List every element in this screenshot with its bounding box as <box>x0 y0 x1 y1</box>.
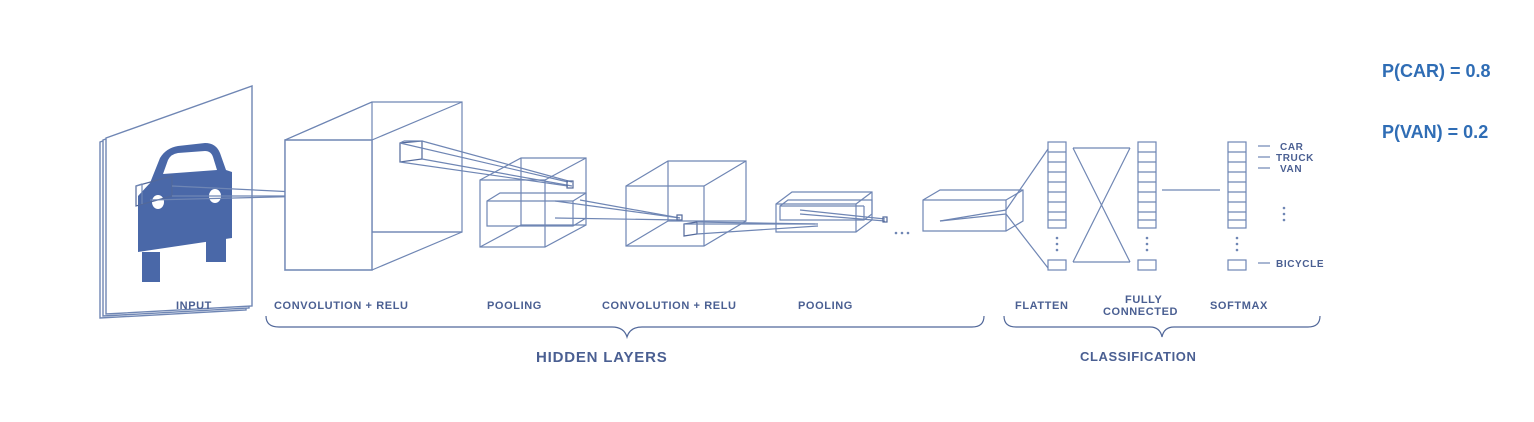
stage-label-conv2: CONVOLUTION + RELU <box>602 300 737 312</box>
stage-label-fc-line2: CONNECTED <box>1103 306 1178 318</box>
ellipsis-dots <box>894 231 910 235</box>
hidden-layers-brace <box>265 315 985 340</box>
car-icon <box>138 143 232 282</box>
input-image <box>99 85 253 319</box>
class-labels: CAR TRUCK VAN BICYCLE <box>1258 142 1324 270</box>
fully-connected-column <box>1137 141 1157 271</box>
projection-pool1-conv2 <box>554 199 683 221</box>
conv1-volume <box>284 101 463 271</box>
conv2-volume <box>625 160 747 247</box>
pool2-volume <box>775 191 888 233</box>
stage-label-input: INPUT <box>176 300 212 312</box>
class-label: TRUCK <box>1276 153 1314 164</box>
class-label: BICYCLE <box>1276 259 1324 270</box>
stage-label-fc-line1: FULLY <box>1125 294 1162 306</box>
classification-brace <box>1003 315 1321 338</box>
group-label-hidden: HIDDEN LAYERS <box>536 349 668 366</box>
stage-label-flatten: FLATTEN <box>1015 300 1069 312</box>
final-volume <box>922 189 1024 232</box>
class-label: CAR <box>1280 142 1304 153</box>
stage-label-pool2: POOLING <box>798 300 853 312</box>
softmax-column <box>1227 141 1286 271</box>
projection-volume-flatten <box>1005 148 1049 269</box>
class-label: VAN <box>1280 164 1302 175</box>
stage-label-pool1: POOLING <box>487 300 542 312</box>
probability-car: P(CAR) = 0.8 <box>1382 61 1491 81</box>
projection-conv2-pool2 <box>684 221 819 235</box>
flatten-fc-connections <box>1072 147 1131 263</box>
probability-van: P(VAN) = 0.2 <box>1382 122 1489 142</box>
group-label-classification: CLASSIFICATION <box>1080 349 1197 364</box>
stage-label-conv1: CONVOLUTION + RELU <box>274 300 409 312</box>
stage-label-softmax: SOFTMAX <box>1210 300 1268 312</box>
flatten-column <box>1047 141 1067 271</box>
projection-conv1-pool1 <box>399 140 574 189</box>
